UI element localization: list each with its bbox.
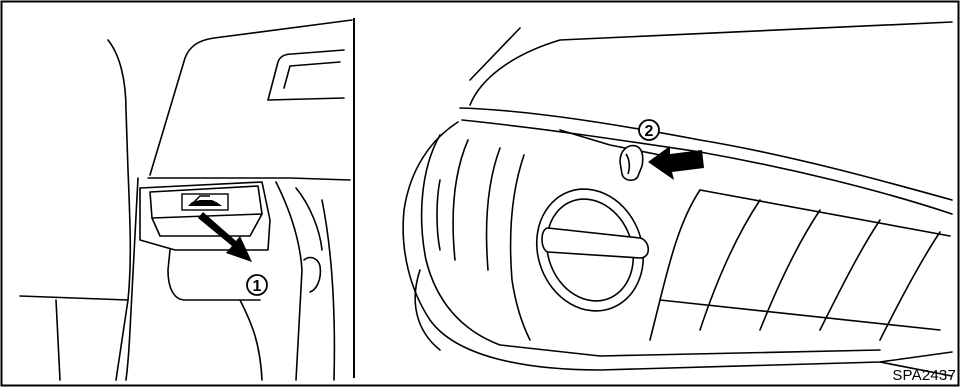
car-hood-open-icon: [182, 194, 228, 210]
right-panel-front-grille: [403, 22, 952, 376]
callout-2-label: 2: [645, 123, 654, 140]
callout-1-label: 1: [253, 278, 262, 295]
callout-1: 1: [247, 275, 267, 295]
callout-2: 2: [639, 120, 659, 140]
figure-code: SPA2437: [892, 367, 956, 384]
arrow-down-right-icon: [198, 212, 252, 262]
secondary-latch-lever: [620, 146, 643, 181]
arrow-left-icon: [648, 146, 704, 180]
